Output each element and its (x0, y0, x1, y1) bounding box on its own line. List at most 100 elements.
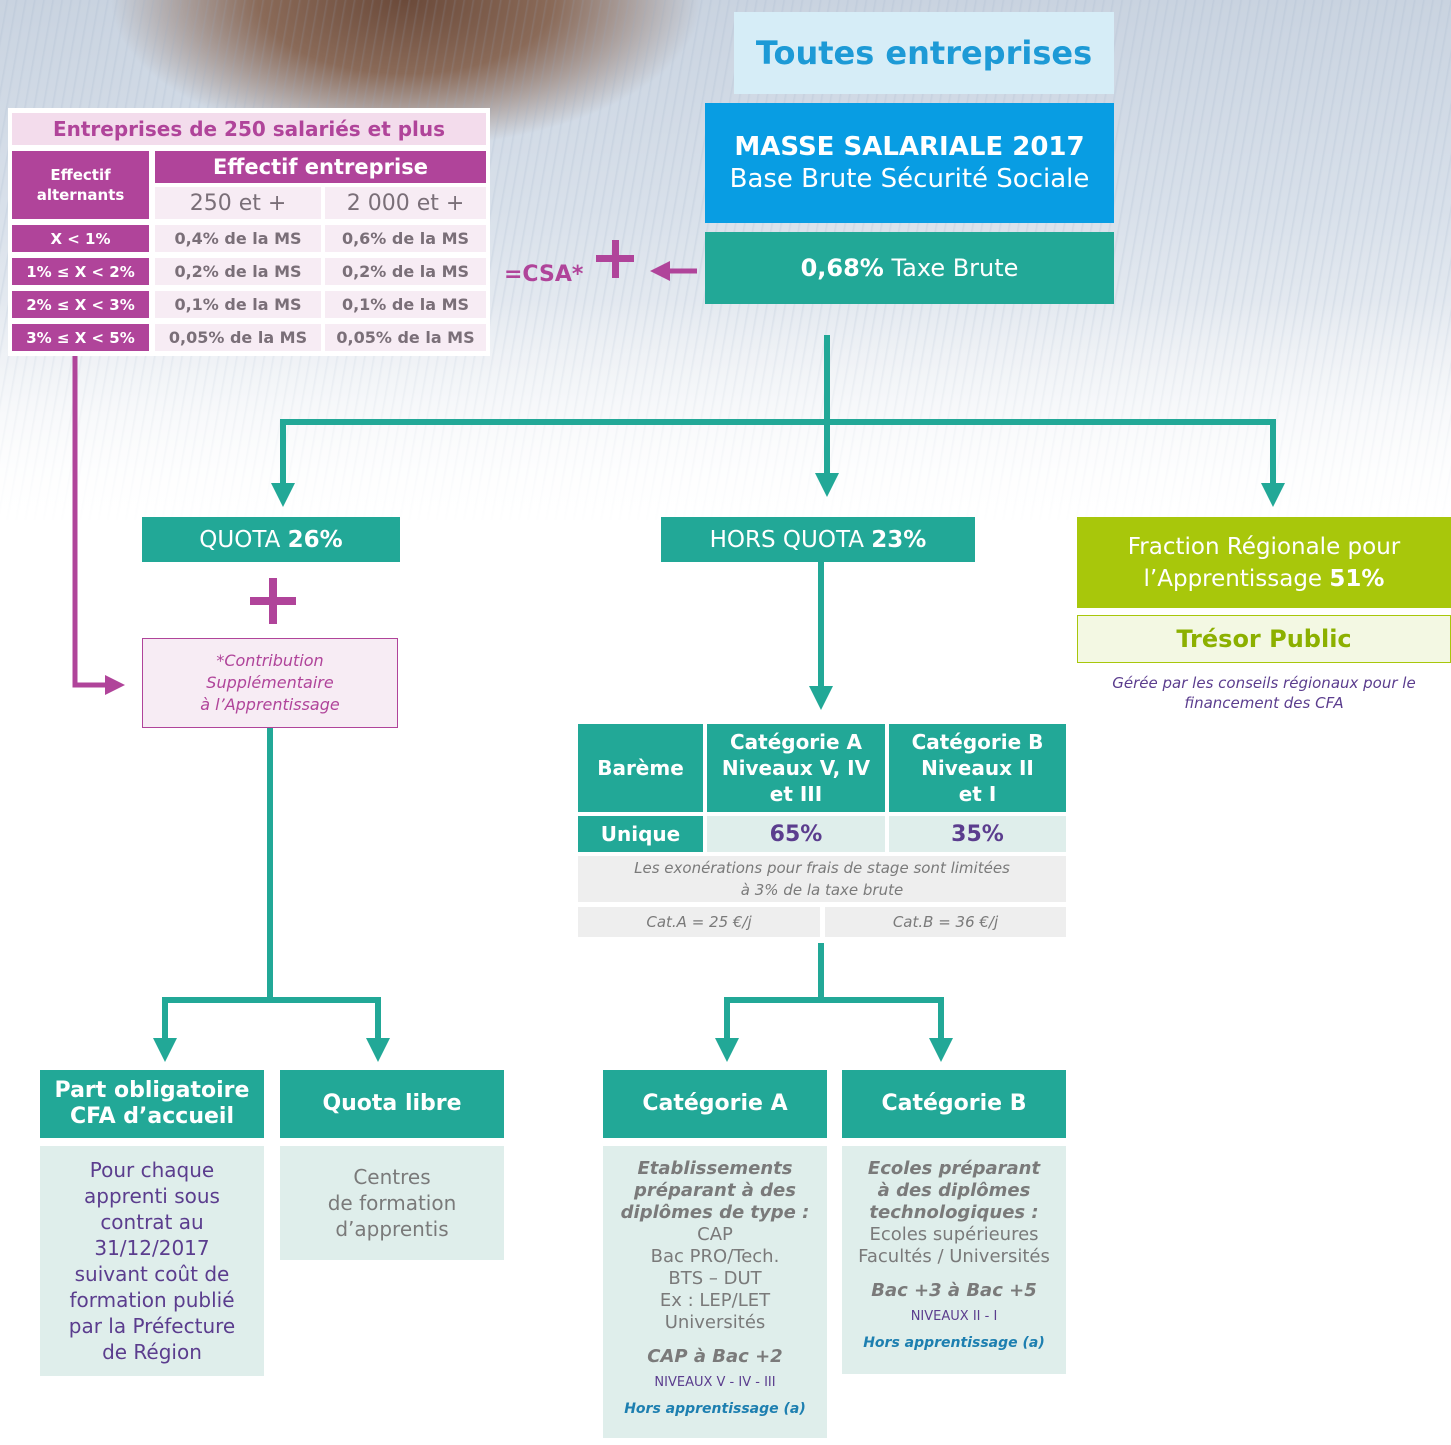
table-cell: 0,4% de la MS (155, 225, 321, 252)
toutes-entreprises-banner: Toutes entreprises (734, 12, 1114, 94)
item-line: BTS – DUT (668, 1268, 762, 1289)
body-line: de Région (102, 1340, 202, 1364)
item-line: Universités (664, 1312, 766, 1333)
masse-salariale-box: MASSE SALARIALE 2017 Base Brute Sécurité… (705, 103, 1114, 223)
intro-line: Etablissements (637, 1158, 793, 1179)
exoneration-line2: à 3% de la taxe brute (740, 881, 904, 899)
cat-b-line3: et I (958, 782, 997, 806)
cat-b-line1: Catégorie B (911, 730, 1044, 754)
body-line: formation publié (69, 1288, 235, 1312)
hors-quota-pct: 23% (871, 526, 927, 553)
exoneration-note: Les exonérations pour frais de stage son… (578, 856, 1066, 902)
toutes-entreprises-label: Toutes entreprises (755, 34, 1093, 72)
part-obligatoire-line2: CFA d’accueil (69, 1104, 235, 1129)
body-line: suivant coût de (74, 1262, 230, 1286)
effectif-entreprise-header: Effectif entreprise (155, 151, 486, 183)
intro-line: à des diplômes (877, 1180, 1031, 1201)
table-cell: 0,1% de la MS (325, 291, 486, 318)
table-cell: 0,05% de la MS (325, 324, 486, 351)
body-line: Centres (353, 1165, 431, 1189)
masse-salariale-title: MASSE SALARIALE 2017 (734, 132, 1085, 162)
taxe-brute-pct: 0,68% (800, 254, 884, 282)
cat-a-value: 65% (707, 816, 885, 852)
body-line: d’apprentis (335, 1217, 449, 1241)
geree-line2: financement des CFA (1184, 694, 1344, 712)
levels-label: NIVEAUX II - I (910, 1309, 998, 1324)
hors-apprentissage-label: Hors apprentissage (a) (863, 1335, 1045, 1351)
categorie-b-body: Ecoles préparant à des diplômes technolo… (842, 1146, 1066, 1374)
quota-pct: 26% (287, 526, 343, 553)
quota-libre-header: Quota libre (280, 1070, 504, 1138)
quota-label: QUOTA (199, 526, 288, 553)
exoneration-line1: Les exonérations pour frais de stage son… (634, 859, 1010, 877)
item-line: Bac PRO/Tech. (650, 1246, 780, 1267)
arrow-to-contribution (72, 355, 125, 695)
tresor-public-box: Trésor Public (1077, 615, 1451, 663)
part-obligatoire-line1: Part obligatoire (54, 1078, 250, 1103)
item-line: Ecoles supérieures (869, 1224, 1039, 1245)
hors-quota-box: HORS QUOTA 23% (661, 517, 975, 562)
fraction-line2: l’Apprentissage (1143, 565, 1330, 592)
cat-a-header: Catégorie A Niveaux V, IV et III (707, 724, 885, 812)
categorie-b-header: Catégorie B (842, 1070, 1066, 1138)
fraction-line1: Fraction Régionale pour (1127, 533, 1401, 560)
part-obligatoire-body: Pour chaque apprenti sous contrat au 31/… (40, 1146, 264, 1376)
body-line: 31/12/2017 (94, 1236, 210, 1260)
geree-line1: Gérée par les conseils régionaux pour le (1112, 674, 1416, 692)
cat-b-rate: Cat.B = 36 €/j (825, 907, 1066, 937)
contribution-box: *Contribution Supplémentaire à l’Apprent… (142, 638, 398, 728)
taxe-brute-box: 0,68% Taxe Brute (705, 232, 1114, 304)
range-label: CAP à Bac +2 (647, 1346, 783, 1367)
taxe-brute-label: Taxe Brute (883, 254, 1019, 282)
csa-table-title: Entreprises de 250 salariés et plus (12, 113, 486, 145)
cat-b-header: Catégorie B Niveaux II et I (889, 724, 1066, 812)
table-row-label: 1% ≤ X < 2% (12, 258, 149, 285)
table-row-label: X < 1% (12, 225, 149, 252)
csa-label: =CSA* (504, 262, 584, 287)
table-cell: 0,6% de la MS (325, 225, 486, 252)
effectif-alternants-header: Effectif alternants (12, 151, 149, 219)
table-cell: 0,05% de la MS (155, 324, 321, 351)
cat-a-rate: Cat.A = 25 €/j (578, 907, 820, 937)
table-cell: 0,2% de la MS (155, 258, 321, 285)
branch-horizontal (280, 419, 1285, 507)
categorie-a-body: Etablissements préparant à des diplômes … (603, 1146, 827, 1438)
cat-b-line2: Niveaux II (921, 756, 1034, 780)
body-line: contrat au (100, 1210, 204, 1234)
table-cell: 0,1% de la MS (155, 291, 321, 318)
range-label: Bac +3 à Bac +5 (871, 1280, 1037, 1301)
part-obligatoire-header: Part obligatoire CFA d’accueil (40, 1070, 264, 1138)
table-row-label: 2% ≤ X < 3% (12, 291, 149, 318)
levels-label: NIVEAUX V - IV - III (654, 1375, 776, 1390)
body-line: par la Préfecture (68, 1314, 236, 1338)
item-line: Ex : LEP/LET (659, 1290, 771, 1311)
cat-a-line2: Niveaux V, IV (721, 756, 871, 780)
fraction-pct: 51% (1329, 565, 1385, 592)
quota-box: QUOTA 26% (142, 517, 400, 562)
hors-apprentissage-label: Hors apprentissage (a) (624, 1401, 806, 1417)
masse-salariale-subtitle: Base Brute Sécurité Sociale (729, 164, 1090, 194)
hors-quota-label: HORS QUOTA (709, 526, 872, 553)
col-2000-header: 2 000 et + (325, 187, 486, 219)
bareme-header: Barème (578, 724, 703, 812)
fraction-regionale-box: Fraction Régionale pour l’Apprentissage … (1077, 517, 1451, 608)
plus-icons (250, 240, 634, 624)
intro-line: Ecoles préparant (867, 1158, 1041, 1179)
cat-b-value: 35% (889, 816, 1066, 852)
quota-libre-body: Centres de formation d’apprentis (280, 1146, 504, 1260)
contribution-line2: Supplémentaire (206, 673, 334, 692)
intro-line: préparant à des (634, 1180, 796, 1201)
table-row-label: 3% ≤ X < 5% (12, 324, 149, 351)
categorie-a-header: Catégorie A (603, 1070, 827, 1138)
unique-label: Unique (578, 816, 703, 852)
item-line: CAP (697, 1224, 733, 1245)
geree-note: Gérée par les conseils régionaux pour le… (1077, 673, 1451, 717)
contribution-line1: *Contribution (216, 651, 324, 670)
body-line: apprenti sous (84, 1184, 220, 1208)
col-250-header: 250 et + (155, 187, 321, 219)
body-line: de formation (327, 1191, 457, 1215)
body-line: Pour chaque (89, 1158, 215, 1182)
item-line: Facultés / Universités (858, 1246, 1050, 1267)
contribution-line3: à l’Apprentissage (200, 695, 340, 714)
